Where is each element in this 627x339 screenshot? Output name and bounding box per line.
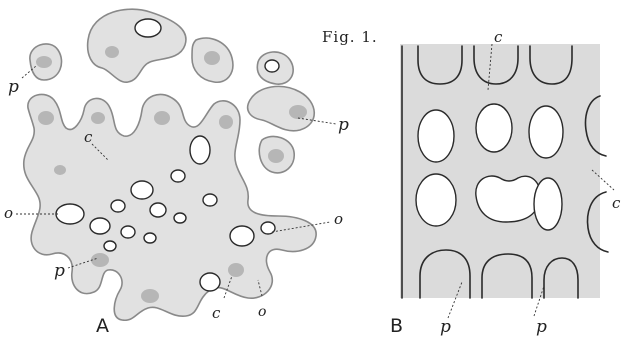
label-p-left-b: p — [440, 317, 451, 337]
panel-b-letter: B — [390, 315, 403, 337]
label-o-left: o — [4, 204, 13, 222]
label-c-bottom: c — [212, 304, 221, 322]
label-c-top-b: c — [494, 28, 503, 46]
label-p-top: p — [8, 77, 19, 97]
label-p-bottom: p — [54, 261, 65, 281]
label-o-right: o — [334, 210, 343, 228]
label-o-bottom: o — [258, 304, 266, 320]
label-c: c — [84, 128, 93, 146]
label-p-right-b: p — [536, 317, 547, 337]
label-p-right: p — [338, 115, 349, 135]
panel-a-letter: A — [96, 315, 109, 337]
panel-a-drawing — [24, 9, 316, 320]
panel-b-drawing — [400, 44, 608, 298]
label-c-right-b: c — [612, 194, 621, 212]
figure-caption: Fig. 1. — [322, 28, 378, 46]
